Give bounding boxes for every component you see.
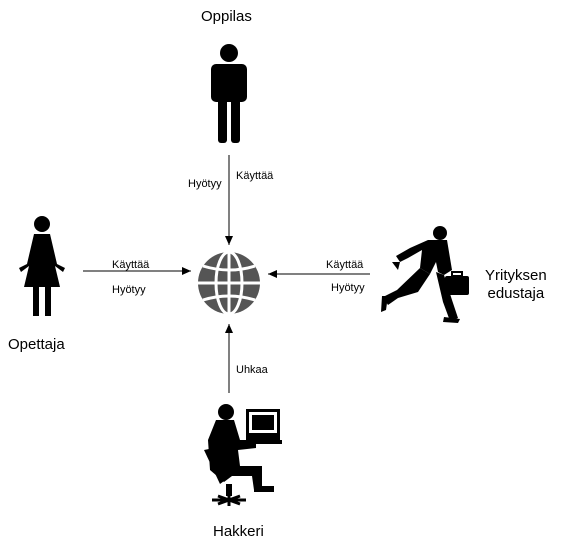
teacher-figure-icon xyxy=(19,216,65,316)
teacher-label: Opettaja xyxy=(8,336,65,353)
teacher-edge-label-benefits: Hyötyy xyxy=(112,284,146,296)
student-edge-label-uses: Käyttää xyxy=(236,170,274,182)
hacker-label: Hakkeri xyxy=(213,523,264,540)
student-label: Oppilas xyxy=(201,8,252,25)
company-edge-label-uses: Käyttää xyxy=(326,259,364,271)
businessman-figure-icon xyxy=(381,226,469,323)
company-label-line1: Yrityksen xyxy=(485,267,547,284)
student-edge-label-benefits: Hyötyy xyxy=(188,178,222,190)
company-label: Yrityksen edustaja xyxy=(485,267,547,303)
company-edge-label-benefits: Hyötyy xyxy=(331,282,365,294)
teacher-edge-label-uses: Käyttää xyxy=(112,259,150,271)
hacker-edge-label-threatens: Uhkaa xyxy=(236,364,268,376)
company-label-line2: edustaja xyxy=(487,285,545,302)
student-figure-icon xyxy=(211,44,247,143)
hacker-figure-icon xyxy=(204,404,282,506)
globe-icon xyxy=(198,250,260,316)
